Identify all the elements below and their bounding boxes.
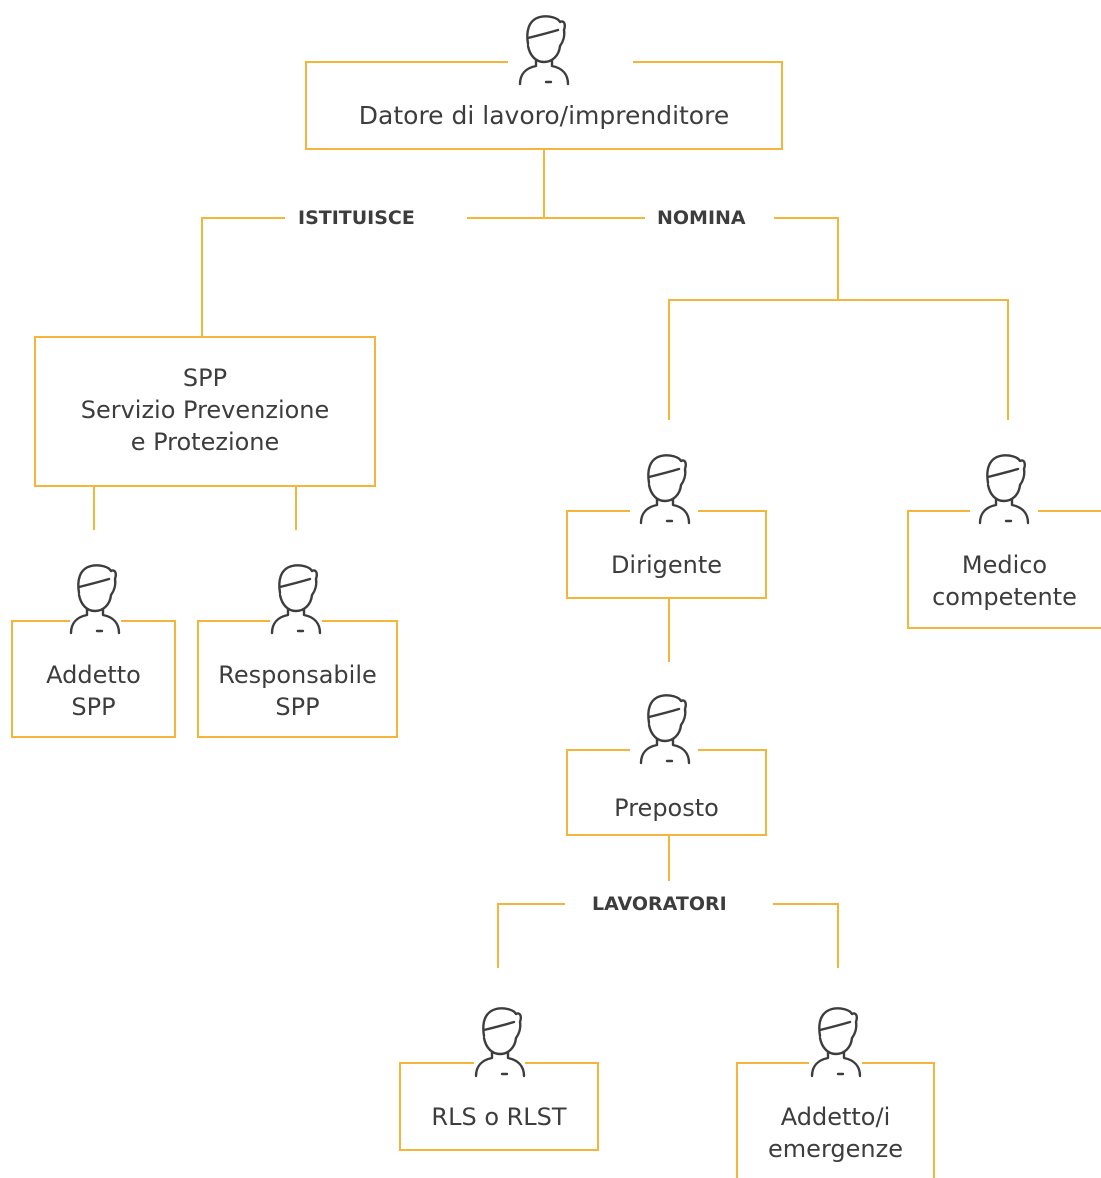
dirigente-node: Dirigente: [567, 511, 766, 598]
responsabile-spp-line2: SPP: [275, 693, 320, 721]
person-icon: [270, 564, 322, 635]
spp-box: [34, 336, 376, 487]
branch-istituisce: [201, 217, 285, 337]
dirigente-box-border: [566, 510, 767, 599]
spp-line2: Servizio Prevenzione: [80, 396, 330, 424]
root-node: Datore di lavoro/imprenditore: [306, 62, 782, 149]
label-nomina: NOMINA: [657, 207, 746, 229]
responsabile-spp-line1: Responsabile: [218, 661, 377, 689]
emergenze-node: Addetto/i emergenze: [737, 1063, 934, 1178]
spp-line3: e Protezione: [130, 428, 280, 456]
person-icon: [639, 454, 691, 525]
rls-box-border: [399, 1062, 599, 1151]
root-label: Datore di lavoro/imprenditore: [358, 101, 730, 130]
emergenze-line1: Addetto/i: [780, 1103, 891, 1131]
lavoratori-right: [773, 903, 839, 968]
addetto-spp-node: Addetto SPP: [12, 621, 175, 737]
medico-node: Medico competente: [908, 511, 1101, 628]
person-icon: [474, 1007, 526, 1078]
emergenze-line2: emergenze: [768, 1135, 903, 1163]
rls-node: RLS o RLST: [400, 1063, 598, 1150]
preposto-box-border: [566, 749, 767, 836]
addetto-spp-line2: SPP: [71, 693, 116, 721]
responsabile-spp-node: Responsabile SPP: [198, 621, 397, 737]
label-lavoratori: LAVORATORI: [592, 893, 727, 915]
emergenze-box-right: [862, 1062, 935, 1178]
nomina-split: [668, 299, 1009, 420]
person-icon: [518, 15, 570, 86]
person-icon: [810, 1007, 862, 1078]
rls-label: RLS o RLST: [431, 1103, 567, 1131]
person-icon: [639, 694, 691, 765]
spp-node: SPP Servizio Prevenzione e Protezione: [34, 336, 376, 487]
dirigente-label: Dirigente: [610, 551, 723, 579]
medico-line2: competente: [932, 583, 1077, 611]
person-icon: [69, 564, 121, 635]
emergenze-box-left: [736, 1062, 809, 1178]
lavoratori-left: [497, 903, 565, 968]
preposto-node: Preposto: [567, 750, 766, 835]
person-icon: [978, 454, 1030, 525]
medico-line1: Medico: [961, 551, 1048, 579]
addetto-spp-box-border: [11, 620, 176, 738]
medico-box-border: [907, 510, 1101, 629]
spp-line1: SPP: [182, 364, 228, 392]
responsabile-spp-box-border: [197, 620, 398, 738]
preposto-label: Preposto: [614, 794, 719, 822]
branch-nomina: [774, 217, 839, 300]
addetto-spp-line1: Addetto: [46, 661, 141, 689]
label-istituisce: ISTITUISCE: [298, 207, 415, 229]
